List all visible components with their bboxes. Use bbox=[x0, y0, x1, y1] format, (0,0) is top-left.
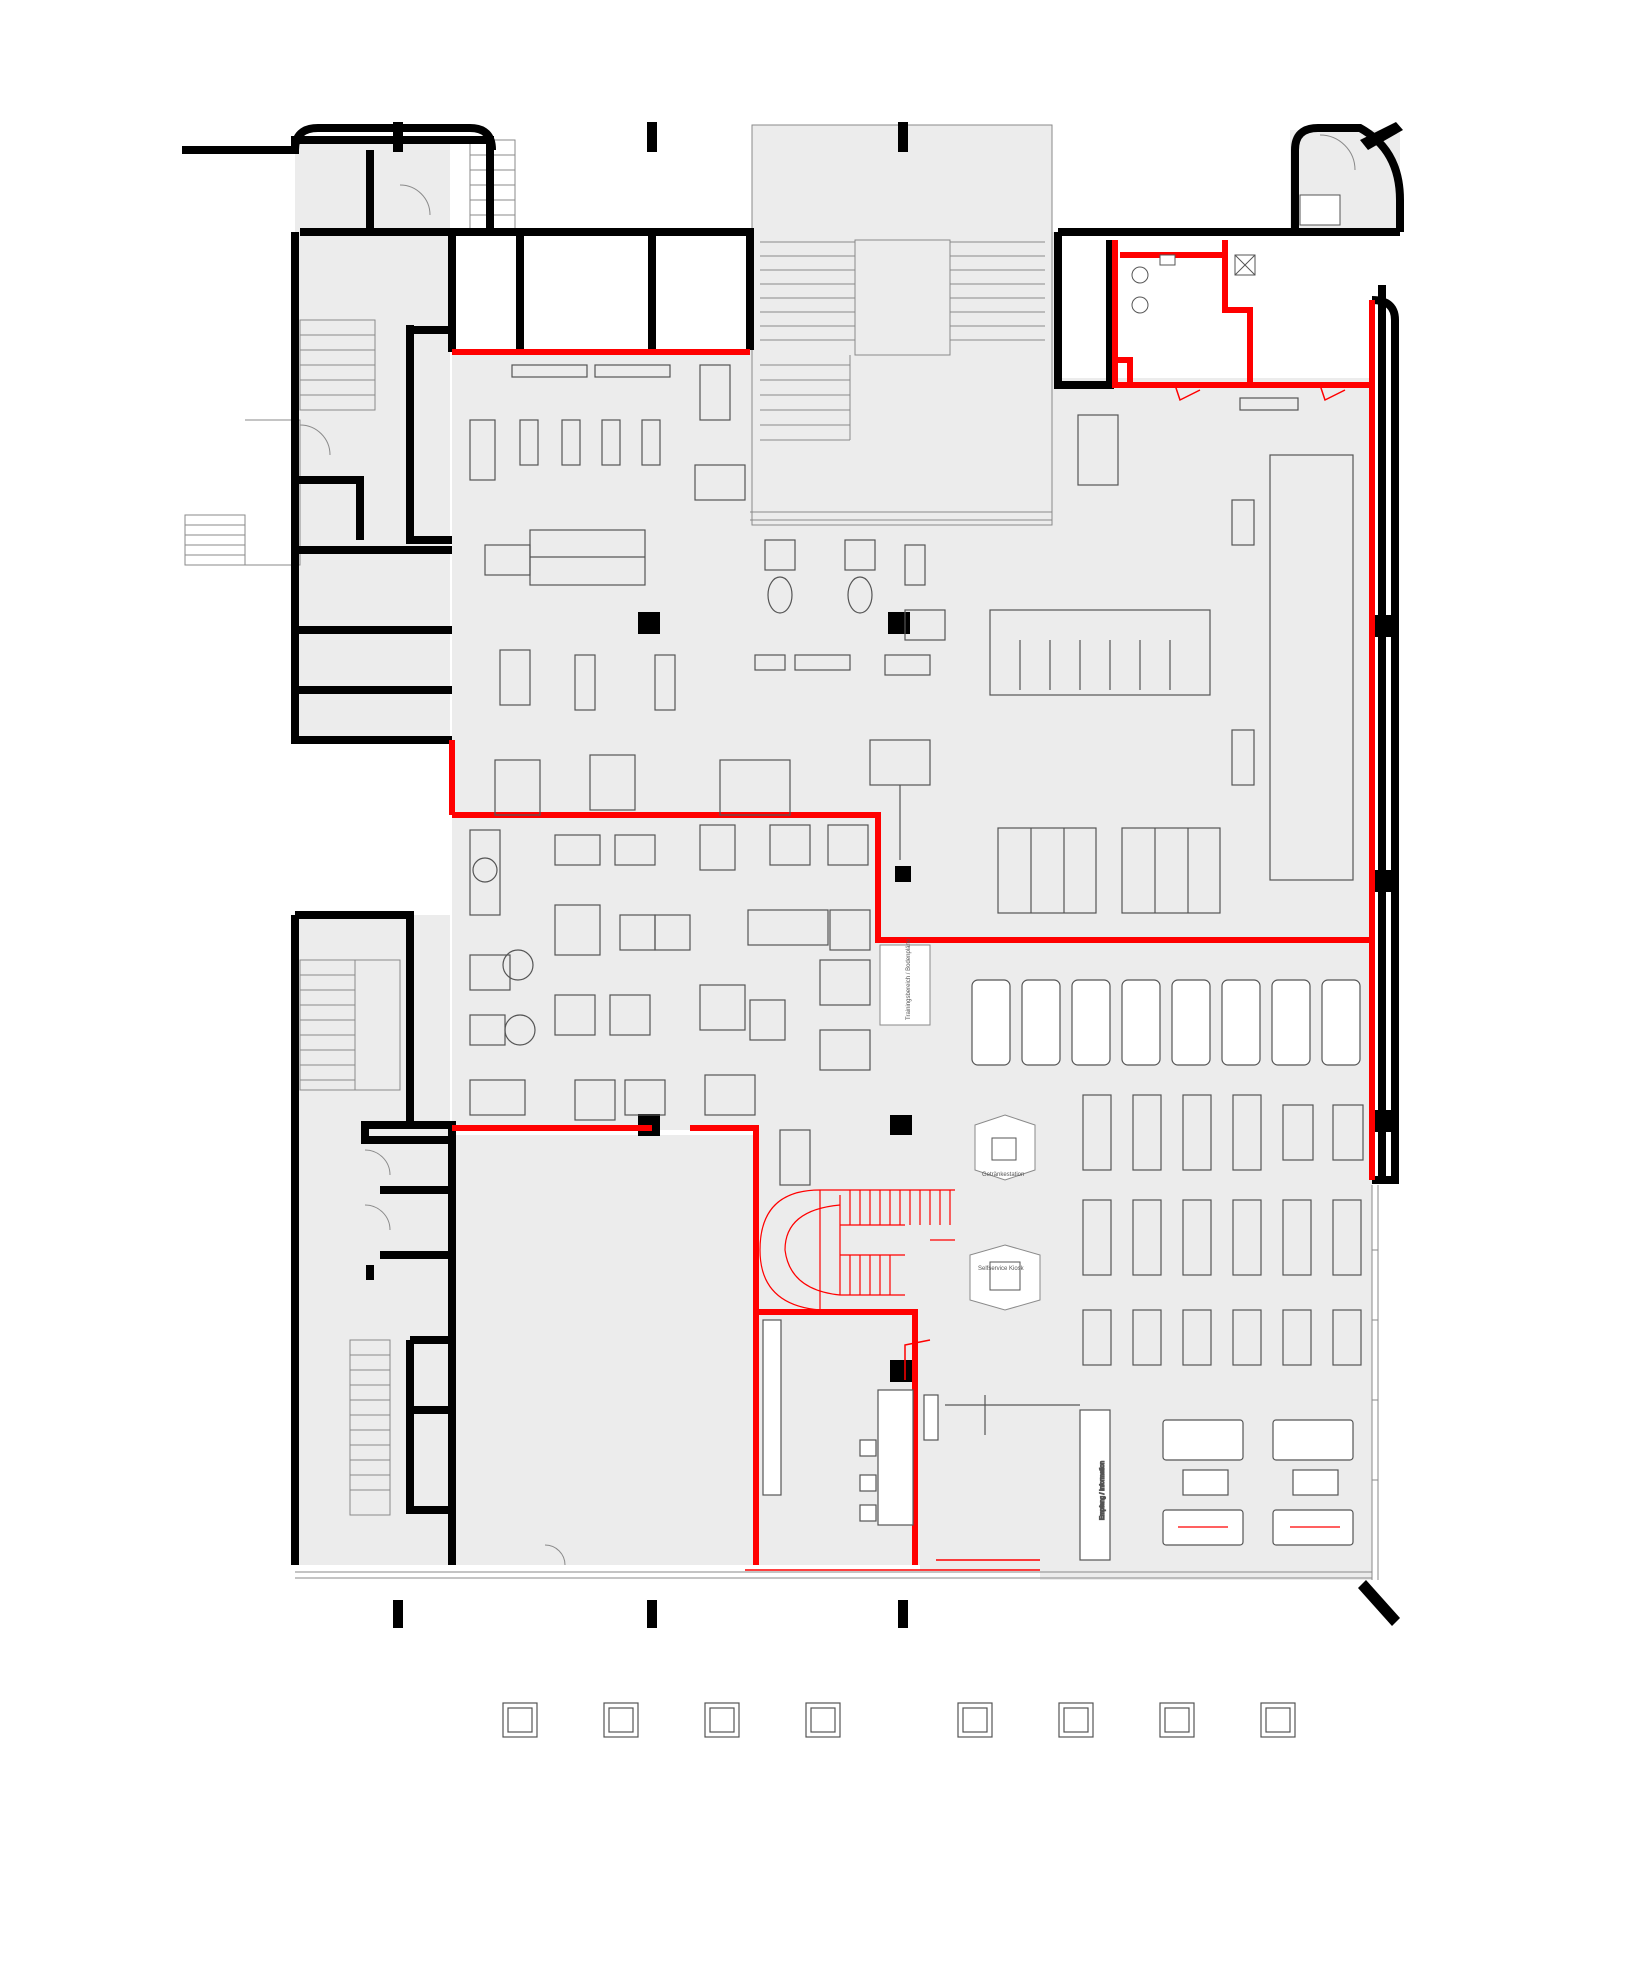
bike bbox=[1232, 1199, 1262, 1276]
kiosks: Getränkestation Selfservice Kiosk bbox=[969, 1114, 1041, 1311]
bike bbox=[1082, 1199, 1112, 1276]
glass-facade bbox=[295, 1185, 1379, 1580]
rower bbox=[1282, 1104, 1314, 1161]
coffee-table bbox=[1292, 1469, 1339, 1496]
bike bbox=[1282, 1309, 1312, 1366]
left-outer-wall bbox=[291, 232, 452, 744]
empty-tenant-space-floor bbox=[452, 1135, 755, 1565]
machine-strength-equipment bbox=[469, 824, 871, 1186]
central-stair-floor bbox=[752, 125, 1052, 525]
rower bbox=[1332, 1104, 1364, 1161]
treadmill bbox=[1271, 979, 1311, 1066]
reception-counter bbox=[877, 1389, 914, 1526]
left-lower-stair-floor bbox=[295, 915, 450, 1565]
bike bbox=[1232, 1094, 1262, 1171]
floor-fills bbox=[295, 125, 1400, 1580]
top-right-wall bbox=[1054, 232, 1114, 389]
red-wall-wc-block bbox=[1112, 240, 1372, 388]
facade-column bbox=[1159, 1702, 1195, 1738]
coffee-table bbox=[1182, 1469, 1229, 1496]
facade-column bbox=[603, 1702, 639, 1738]
info-panel: Trainingsbereich / Bodenpläne bbox=[879, 938, 931, 1026]
mat-right bbox=[1121, 827, 1221, 914]
top-right-curved-corner bbox=[1291, 124, 1404, 232]
new-doors bbox=[745, 384, 1346, 1571]
upper-room-row-wall bbox=[448, 228, 754, 352]
counter-label: Empfang / Information bbox=[1100, 1461, 1106, 1520]
treadmill bbox=[971, 979, 1011, 1066]
dumbbell-rack-1 bbox=[511, 364, 588, 378]
treadmills bbox=[971, 979, 1361, 1066]
treadmill bbox=[1321, 979, 1361, 1066]
column-stubs bbox=[393, 122, 1403, 1628]
bike bbox=[1332, 1309, 1362, 1366]
sofa bbox=[1162, 1419, 1244, 1461]
spiral-stair bbox=[759, 1189, 955, 1311]
info-panel-label: Trainingsbereich / Bodenpläne bbox=[906, 938, 912, 1020]
bike bbox=[1132, 1094, 1162, 1171]
treadmill bbox=[1071, 979, 1111, 1066]
left-stairs bbox=[184, 139, 516, 1516]
sofa bbox=[1272, 1419, 1354, 1461]
red-wall-machine-zone bbox=[452, 812, 1372, 943]
mat-left bbox=[997, 827, 1097, 914]
new-walls bbox=[449, 240, 1375, 1565]
dumbbell-rack-2 bbox=[594, 364, 671, 378]
treadmill bbox=[1221, 979, 1261, 1066]
main-gym-floor bbox=[452, 232, 1372, 1580]
bike bbox=[1282, 1199, 1312, 1276]
treadmill bbox=[1121, 979, 1161, 1066]
facade-column bbox=[704, 1702, 740, 1738]
drink-station bbox=[974, 1114, 1036, 1181]
bike bbox=[1132, 1199, 1162, 1276]
door-swings bbox=[299, 134, 1356, 1566]
left-stair-area-floor bbox=[295, 140, 450, 740]
bike bbox=[1182, 1094, 1212, 1171]
bike bbox=[1082, 1309, 1112, 1366]
bike bbox=[1232, 1309, 1262, 1366]
bikes bbox=[1082, 1094, 1364, 1366]
bike bbox=[1332, 1199, 1362, 1276]
bike bbox=[1182, 1199, 1212, 1276]
facade-column bbox=[805, 1702, 841, 1738]
right-outer-wall bbox=[1371, 296, 1399, 1184]
facade-column bbox=[1058, 1702, 1094, 1738]
facade-columns bbox=[502, 1702, 1296, 1738]
bike bbox=[1082, 1094, 1112, 1171]
bike bbox=[1132, 1309, 1162, 1366]
drink-station-label: Getränkestation bbox=[982, 1172, 1024, 1178]
bike bbox=[1182, 1309, 1212, 1366]
facade-column bbox=[1260, 1702, 1296, 1738]
central-staircase bbox=[750, 124, 1053, 526]
reception-area: Empfang / Information bbox=[762, 1319, 1111, 1561]
existing-walls bbox=[182, 124, 1404, 1565]
wc-fixtures bbox=[1131, 194, 1341, 314]
facade-column bbox=[957, 1702, 993, 1738]
lounge-seating bbox=[1162, 1419, 1354, 1546]
facade-column bbox=[502, 1702, 538, 1738]
free-weights-equipment bbox=[469, 364, 1354, 914]
selfservice-kiosk-label: Selfservice Kiosk bbox=[978, 1266, 1025, 1272]
selfservice-kiosk bbox=[969, 1244, 1041, 1311]
treadmill bbox=[1171, 979, 1211, 1066]
treadmill bbox=[1021, 979, 1061, 1066]
